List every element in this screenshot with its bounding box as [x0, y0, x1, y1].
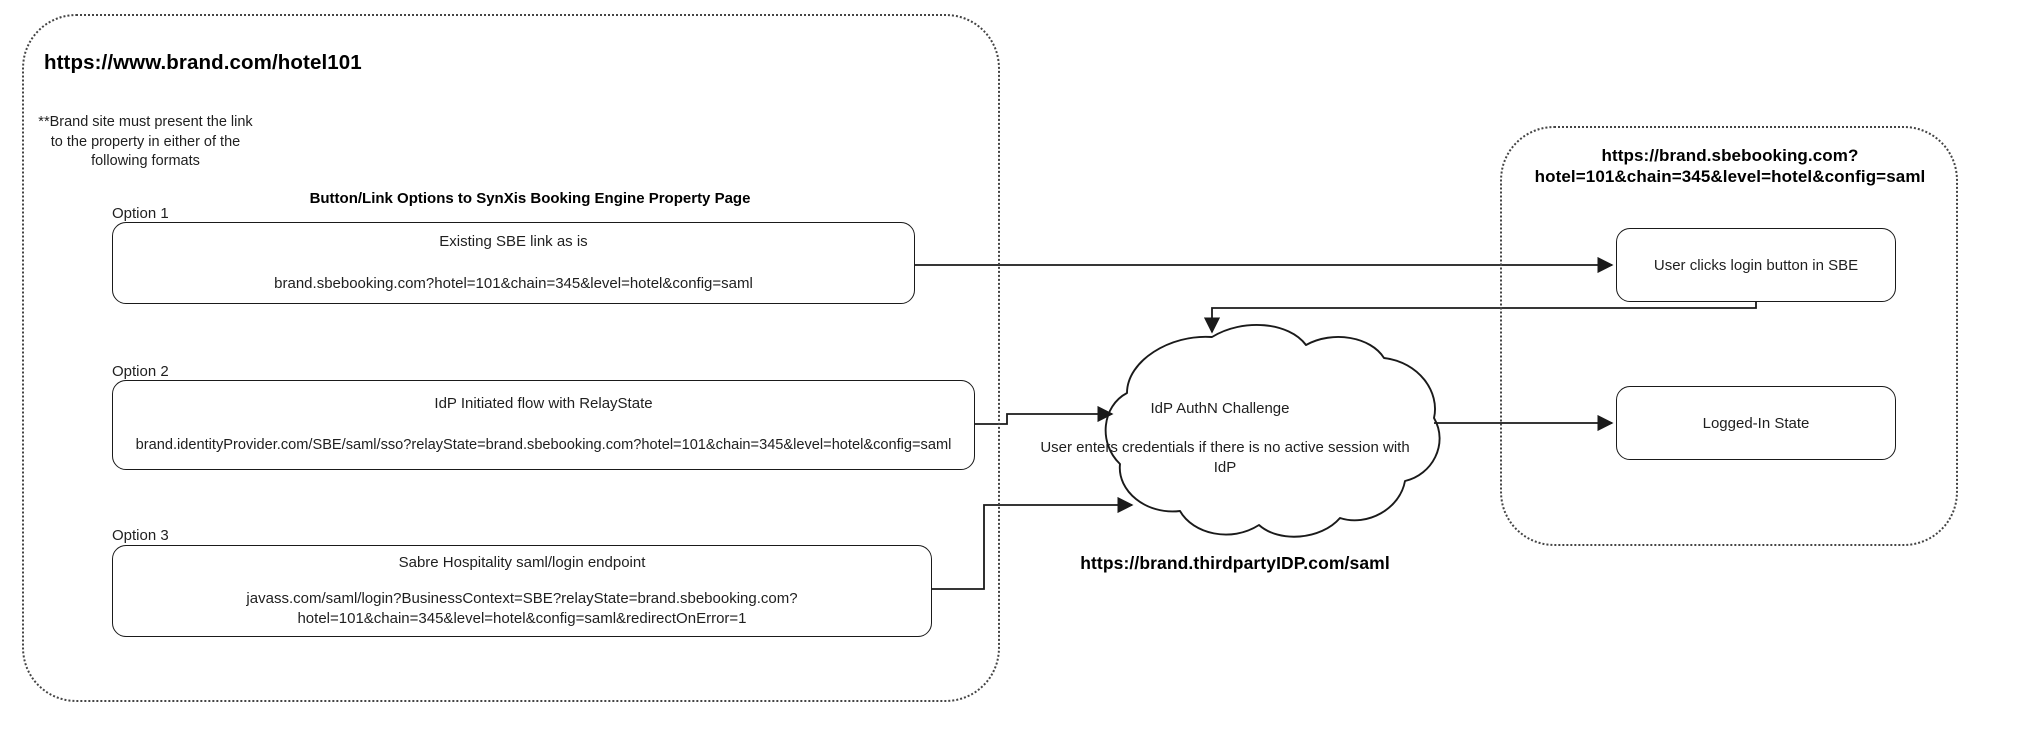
option-2-title: IdP Initiated flow with RelayState: [434, 395, 653, 413]
option-3-url: javass.com/saml/login?BusinessContext=SB…: [246, 590, 798, 627]
option-2-label: Option 2: [112, 363, 169, 380]
logged-in-state-box[interactable]: Logged-In State: [1616, 386, 1896, 460]
option-3-box[interactable]: Sabre Hospitality saml/login endpoint ja…: [112, 545, 932, 637]
brand-site-panel: [22, 14, 1000, 702]
option-1-box[interactable]: Existing SBE link as is brand.sbebooking…: [112, 222, 915, 304]
idp-cloud-shape: [1104, 324, 1441, 538]
option-1-label: Option 1: [112, 205, 169, 222]
brand-site-note: **Brand site must present the link to th…: [38, 114, 253, 170]
option-3-title: Sabre Hospitality saml/login endpoint: [398, 554, 646, 572]
option-3-label: Option 3: [112, 527, 169, 544]
idp-url-label: https://brand.thirdpartyIDP.com/saml: [1080, 553, 1390, 573]
idp-cloud-title: IdP AuthN Challenge: [1150, 400, 1290, 417]
idp-cloud-subtitle: User enters credentials if there is no a…: [1040, 439, 1410, 476]
option-1-title: Existing SBE link as is: [439, 232, 588, 250]
sbe-panel: [1500, 126, 1958, 546]
option-2-box[interactable]: IdP Initiated flow with RelayState brand…: [112, 380, 975, 470]
options-section-heading: Button/Link Options to SynXis Booking En…: [309, 190, 751, 207]
brand-site-url: https://www.brand.com/hotel101: [44, 51, 362, 74]
option-1-url: brand.sbebooking.com?hotel=101&chain=345…: [274, 274, 753, 292]
sbe-login-box[interactable]: User clicks login button in SBE: [1616, 228, 1896, 302]
option-2-url: brand.identityProvider.com/SBE/saml/sso?…: [135, 437, 952, 454]
sbe-panel-url: https://brand.sbebooking.com? hotel=101&…: [1534, 146, 1926, 187]
